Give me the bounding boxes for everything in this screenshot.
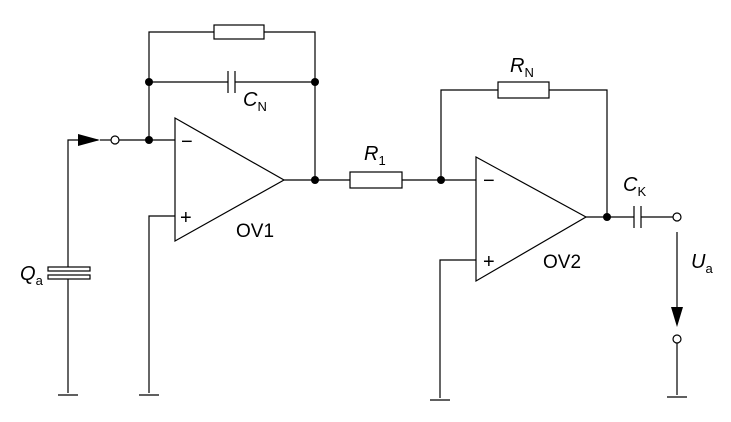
output-terminal-bottom [672, 334, 682, 344]
sensor-plate-bottom [47, 274, 91, 280]
resistor-rn [497, 81, 550, 99]
ua-arrow-head-icon [671, 307, 683, 327]
ov1-noninverting-ground-wire [148, 215, 175, 393]
ov1-minus-sign: − [181, 131, 193, 153]
node-dot [311, 78, 319, 86]
ov2-minus-sign: − [483, 170, 495, 192]
sensor-signal-lead [67, 139, 98, 267]
label-ua: Ua [691, 251, 713, 276]
rn-right-wire [549, 89, 608, 217]
ov2-plus-sign: + [483, 251, 495, 273]
output-coupling [633, 206, 687, 398]
node-dot [311, 176, 319, 184]
label-cn: CN [243, 89, 267, 114]
sensor-qa [47, 134, 120, 396]
ov2-noninverting-ground-wire [439, 259, 476, 398]
opamp-ov2-triangle [475, 155, 588, 283]
node-dot [145, 136, 153, 144]
resistor-r1-group [349, 171, 476, 189]
label-rn: RN [510, 55, 534, 80]
feedback-right-wire [264, 31, 316, 180]
label-r1: R1 [364, 143, 386, 168]
opamp-ov1-triangle [174, 116, 286, 243]
opamp-ov1 [139, 116, 350, 396]
ov1-plus-sign: + [180, 207, 192, 229]
stage2-feedback [440, 81, 608, 217]
sensor-plate-top [47, 266, 91, 272]
node-dot [145, 78, 153, 86]
label-ov1: OV1 [236, 221, 274, 242]
signal-arrow-icon [78, 134, 100, 146]
label-qa: Qa [20, 263, 44, 288]
feedback-left-wire [148, 31, 214, 140]
output-terminal-top [672, 212, 682, 222]
node-dot [603, 213, 611, 221]
opamp-ov2 [430, 155, 634, 401]
stage1-feedback [119, 24, 319, 180]
input-terminal [110, 135, 120, 145]
rn-left-wire [440, 89, 498, 180]
feedback-resistor-1 [213, 24, 265, 40]
label-ck: CK [623, 174, 646, 199]
label-ov2: OV2 [543, 252, 581, 273]
resistor-r1 [349, 171, 403, 189]
